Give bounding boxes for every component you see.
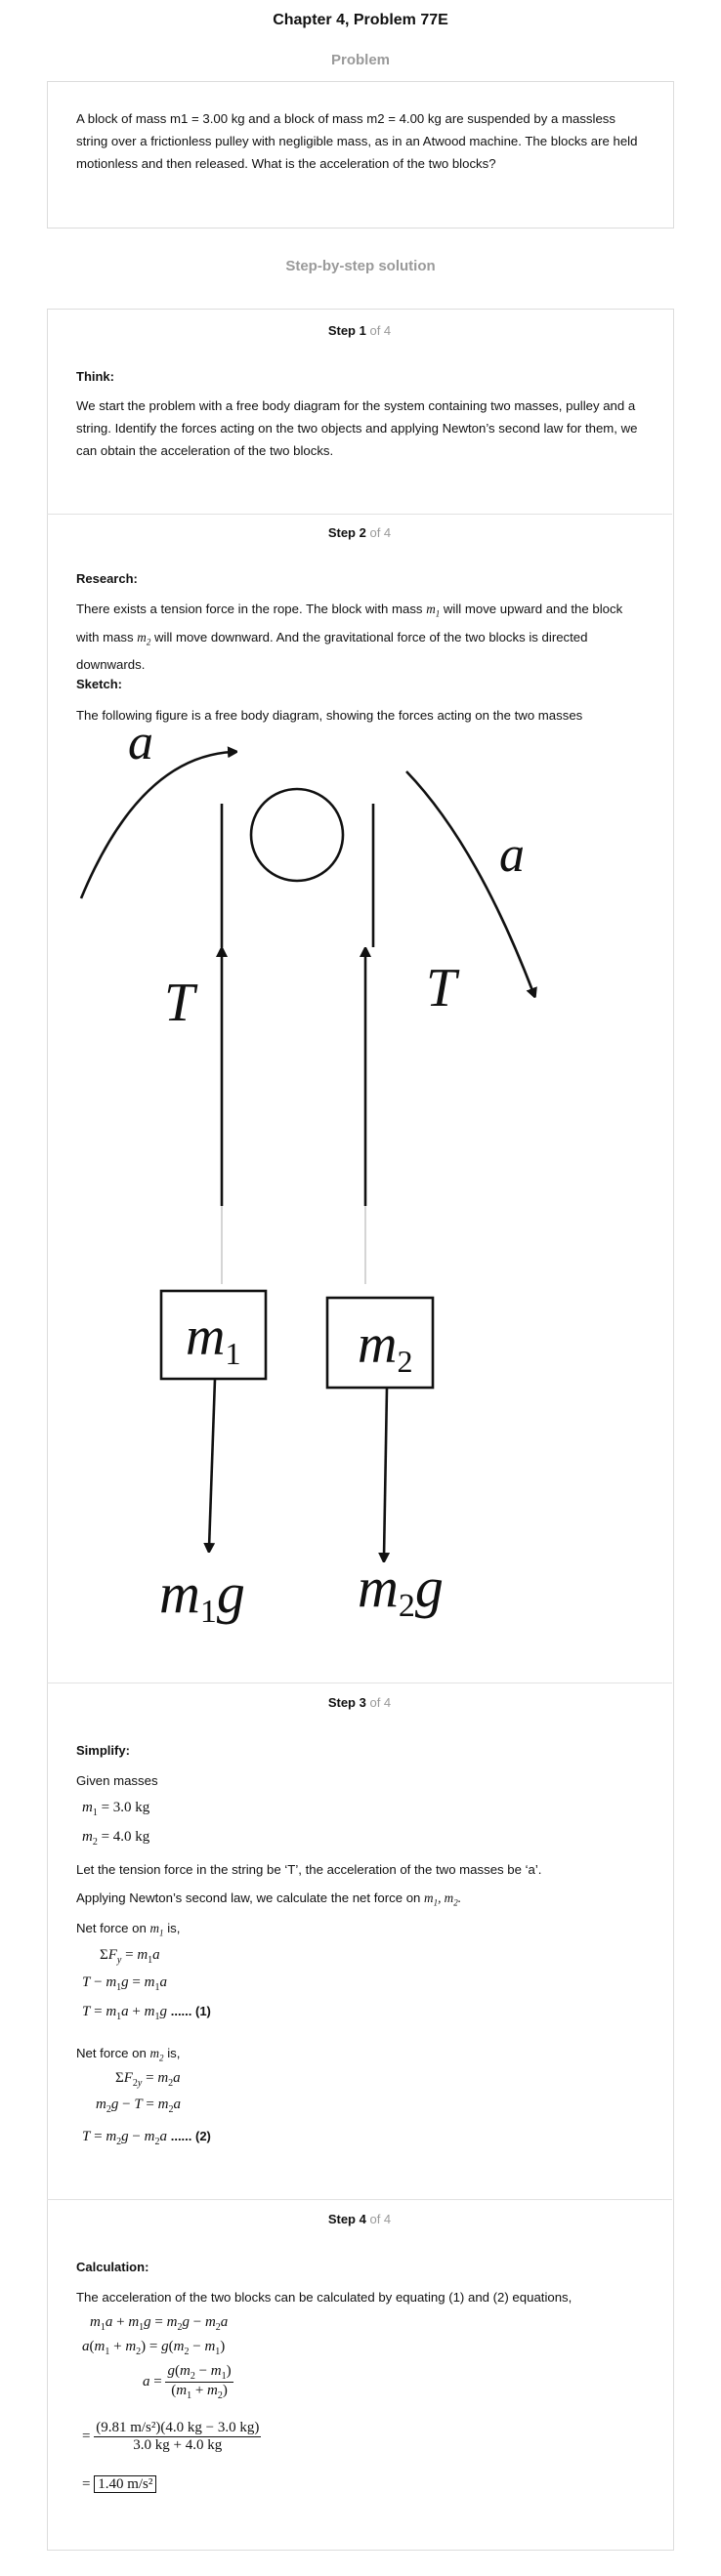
force-eq-m2: m2g − T = m2a [96,2097,181,2115]
result-eq: = 1.40 m/s² [82,2475,157,2493]
block-m2 [325,1296,435,1390]
result-value: 1.40 m/s² [94,2475,157,2493]
step-2-header: Step 2 of 4 [47,525,672,540]
step-of: of 4 [369,525,392,540]
given-masses-text: Given masses [76,1773,158,1788]
step-2-text: There exists a tension force in the rope… [76,602,623,673]
tension-eq-2: T = m2g − m2a ...... (2) [82,2129,211,2147]
m1-equation: m1 = 3.0 kg [82,1800,150,1818]
accel-label-left: a [128,718,153,770]
weight-label-m2: m2g [358,1556,444,1624]
accel-label-right: a [499,827,525,883]
step-3-header: Step 3 of 4 [47,1695,672,1710]
step-label: Step 3 [327,1695,366,1710]
block-m1 [159,1289,268,1381]
tension-label-right: T [426,958,460,1018]
force-eq-m1: T − m1g = m1a [82,1974,167,1993]
step-label: Step 4 [327,2212,366,2226]
factor-eq: a(m1 + m2) = g(m2 − m1) [82,2339,226,2357]
solution-heading: Step-by-step solution [285,258,436,274]
text-part: There exists a tension force in the rope… [76,602,423,616]
equate-eq: m1a + m1g = m2g − m2a [90,2314,229,2333]
simplify-label: Simplify: [76,1743,130,1758]
free-body-diagram: a a T T m1 m2 m1g m2g [79,718,672,1630]
calculation-label: Calculation: [76,2260,149,2274]
weight-label-m1: m1g [159,1561,245,1630]
problem-text: A block of mass m1 = 3.00 kg and a block… [76,111,638,171]
mass-label-m1: m1 [186,1307,240,1371]
substitution-eq: = (9.81 m/s²)(4.0 kg − 3.0 kg)3.0 kg + 4… [82,2420,262,2453]
page-title: Chapter 4, Problem 77E [273,12,448,28]
m2-equation: m2 = 4.0 kg [82,1829,150,1848]
problem-box [47,81,674,229]
step-divider [47,2199,672,2200]
accel-arrow-right [405,770,533,993]
text-part: will move downward. And the gravitationa… [76,629,588,673]
weight-arrow-m1 [209,1378,217,1548]
tension-eq-1: T = m1a + m1g ...... (1) [82,2004,211,2022]
sketch-text: The following figure is a free body diag… [76,708,583,723]
problem-heading: Problem [330,52,390,68]
sum-force-m1: ΣFy = m1a [100,1947,160,1966]
sketch-label: Sketch: [76,677,122,691]
step-4-text: The acceleration of the two blocks can b… [76,2290,573,2305]
tension-label-left: T [164,973,198,1033]
step-4-header: Step 4 of 4 [47,2212,672,2226]
accel-formula: a = g(m2 − m1)(m1 + m2) [143,2363,233,2401]
step-label: Step 2 [327,525,366,540]
step-1-header: Step 1 of 4 [47,323,672,338]
step-of: of 4 [369,2212,392,2226]
step-of: of 4 [369,323,392,338]
mass-label-m2: m2 [358,1314,412,1379]
tension-definition-text: Let the tension force in the string be ‘… [76,1862,542,1877]
step-of: of 4 [369,1695,392,1710]
accel-arrow-left [79,752,233,899]
weight-arrow-m2 [384,1387,387,1558]
step-divider [47,514,672,515]
think-label: Think: [76,369,114,384]
solution-box [47,309,674,2551]
net-force-m1-text: Net force on m1 is, [76,1921,181,1938]
sum-force-m2: ΣF2y = m2a [115,2070,181,2089]
text-part: will move upward and the block with mass [76,602,623,644]
step-1-text: We start the problem with a free body di… [76,398,638,458]
newton-text: Applying Newton’s second law, we calcula… [76,1890,461,1908]
net-force-m2-text: Net force on m2 is, [76,2046,181,2063]
research-label: Research: [76,571,138,586]
step-label: Step 1 [327,323,366,338]
pulley [249,787,345,883]
